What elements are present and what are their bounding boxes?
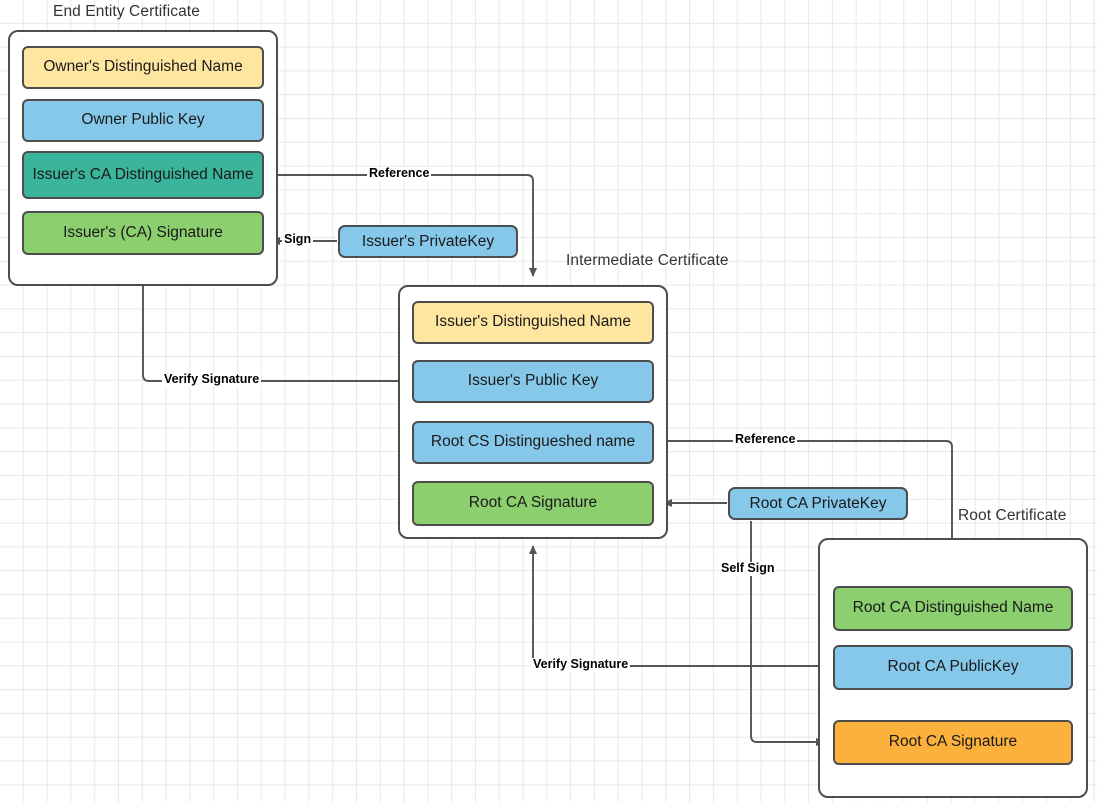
field-owners-distinguished-name[interactable]: Owner's Distinguished Name [22,46,264,89]
field-owner-public-key[interactable]: Owner Public Key [22,99,264,142]
key-label: Root CA PrivateKey [749,494,887,512]
field-issuers-public-key[interactable]: Issuer's Public Key [412,360,654,403]
field-root-ca-distinguished-name[interactable]: Root CA Distinguished Name [833,586,1073,631]
field-root-ca-publickey[interactable]: Root CA PublicKey [833,645,1073,690]
field-label: Root CA PublicKey [887,658,1019,676]
field-issuers-distinguished-name[interactable]: Issuer's Distinguished Name [412,301,654,344]
edge-label-reference-top: Reference [367,166,432,181]
key-label: Issuer's PrivateKey [361,232,495,250]
field-label: Root CS Distingueshed name [430,433,636,451]
root-certificate-title: Root Certificate [958,507,1067,524]
issuers-private-key-box[interactable]: Issuer's PrivateKey [338,225,518,258]
root-ca-private-key-box[interactable]: Root CA PrivateKey [728,487,908,520]
field-label: Root CA Distinguished Name [852,599,1054,617]
wire-verify-signature-end-entity [139,265,412,382]
field-root-cs-distingueshed-name[interactable]: Root CS Distingueshed name [412,421,654,464]
field-label: Issuer's (CA) Signature [63,223,223,241]
field-label: Issuer's Distinguished Name [435,313,631,331]
wire-reference-root [654,440,956,599]
field-label: Root CA Signature [468,494,598,512]
wire-self-sign [750,521,825,746]
intermediate-certificate-title: Intermediate Certificate [566,252,729,269]
field-label: Root CA Signature [888,733,1018,751]
wire-reference-top [263,174,537,277]
field-label: Issuer's CA Distinguished Name [32,165,254,183]
edge-label-self-sign: Self Sign [719,561,777,576]
edge-label-reference-root: Reference [733,432,798,447]
edge-label-verify-signature-intermediate: Verify Signature [531,657,631,672]
field-label: Issuer's Public Key [467,372,599,390]
wire-verify-signature-intermediate [529,545,831,667]
end-entity-certificate-title: End Entity Certificate [53,3,200,20]
field-issuers-ca-distinguished-name[interactable]: Issuer's CA Distinguished Name [22,151,264,199]
field-label: Owner's Distinguished Name [43,58,243,76]
field-label: Owner Public Key [81,111,205,129]
field-issuers-ca-signature[interactable]: Issuer's (CA) Signature [22,211,264,255]
field-root-ca-signature-intermediate[interactable]: Root CA Signature [412,481,654,526]
edge-label-verify-signature-end-entity: Verify Signature [162,372,262,387]
field-root-ca-signature-root[interactable]: Root CA Signature [833,720,1073,765]
edge-label-sign: Sign [282,232,314,247]
